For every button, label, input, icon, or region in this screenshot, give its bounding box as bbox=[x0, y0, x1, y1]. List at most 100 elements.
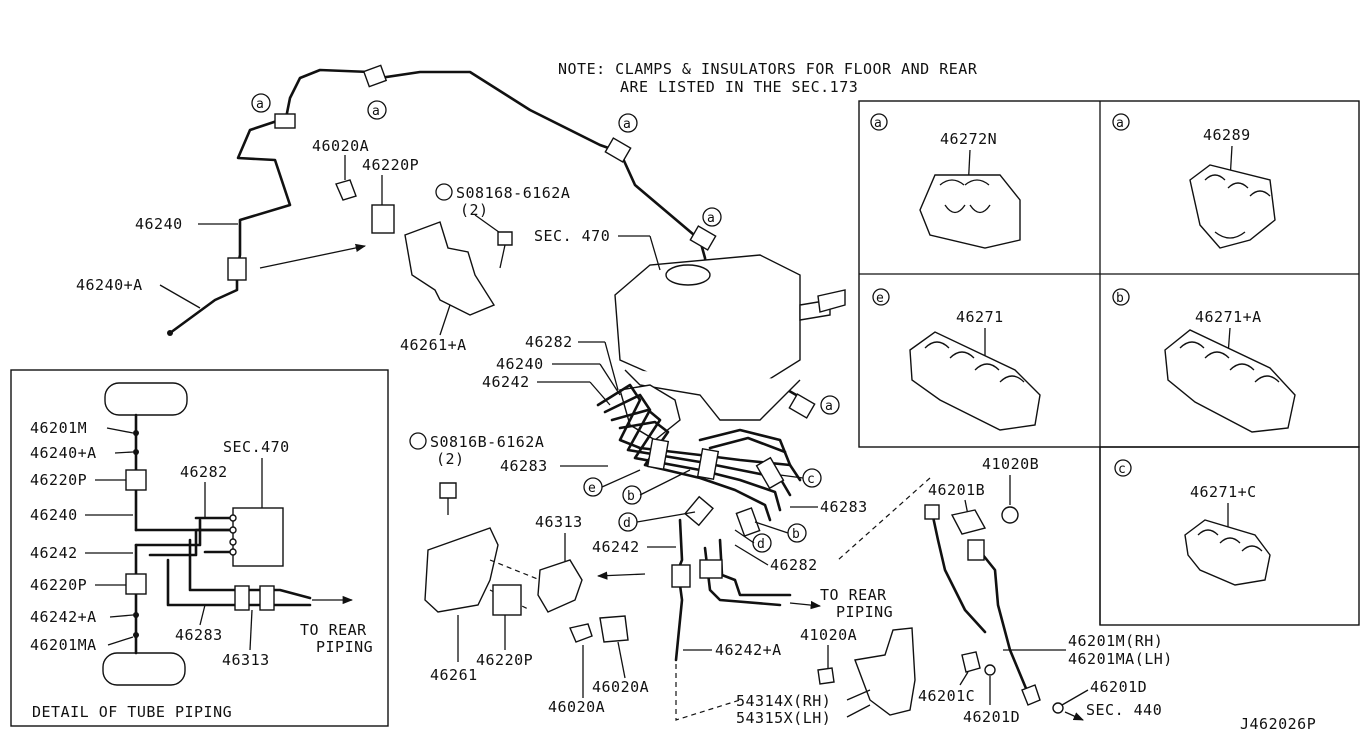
junction-46313 bbox=[537, 559, 583, 613]
svg-text:a: a bbox=[707, 211, 715, 226]
detail-label-46220P-2: 46220P bbox=[30, 576, 87, 594]
clamp-ref-1: a bbox=[874, 116, 882, 131]
note-line-1: NOTE: CLAMPS & INSULATORS FOR FLOOR AND … bbox=[558, 60, 978, 78]
detail-label-46242A: 46242+A bbox=[30, 608, 97, 626]
bracket-46261A bbox=[404, 221, 496, 316]
label-46282-low: 46282 bbox=[770, 556, 818, 574]
label-46240: 46240 bbox=[135, 215, 183, 233]
label-46020A-low1: 46020A bbox=[592, 678, 649, 696]
bolt-46020A-low1 bbox=[569, 623, 593, 643]
detail-tube-piping bbox=[10, 369, 389, 727]
bolt-08168 bbox=[497, 231, 513, 246]
detail-sensor-2 bbox=[125, 573, 147, 595]
tube-end bbox=[167, 330, 173, 336]
hose-fitting-mid bbox=[967, 539, 985, 561]
label-46240-mid: 46240 bbox=[496, 355, 544, 373]
label-41020A: 41020A bbox=[800, 626, 857, 644]
detail-wheel-rear bbox=[102, 652, 186, 686]
detail-label-46313: 46313 bbox=[222, 651, 270, 669]
tube-46240-assembly bbox=[167, 64, 816, 419]
label-46240A: 46240+A bbox=[76, 276, 143, 294]
label-46242-low: 46242 bbox=[592, 538, 640, 556]
detail-label-to-rear-1: TO REAR bbox=[300, 621, 367, 639]
bolt-41020A bbox=[817, 667, 835, 685]
detail-wheel-front bbox=[104, 382, 188, 416]
clamp-46271C bbox=[1184, 519, 1271, 586]
clamp-a-2 bbox=[362, 64, 388, 88]
label-sec470: SEC. 470 bbox=[534, 227, 610, 245]
hose-fitting-top bbox=[924, 504, 940, 520]
label-46201D: 46201D bbox=[1090, 678, 1147, 696]
detail-title: DETAIL OF TUBE PIPING bbox=[32, 703, 232, 721]
bolt-46020A-low2 bbox=[599, 615, 629, 643]
label-bolt-mid-qty: (2) bbox=[436, 450, 465, 468]
hose-fitting-end bbox=[1021, 684, 1041, 706]
label-to-rear-piping-1: TO REAR bbox=[820, 586, 887, 604]
label-46201M-RH: 46201M(RH) bbox=[1068, 632, 1163, 650]
callout-markers-top: a a a a a bbox=[251, 93, 840, 415]
clamp-46272N bbox=[919, 174, 1021, 249]
clamp-a-1 bbox=[274, 113, 296, 129]
clamp-part-4: 46271+A bbox=[1195, 308, 1262, 326]
clamp-part-3: 46271 bbox=[956, 308, 1004, 326]
clamp-part-1: 46272N bbox=[940, 130, 997, 148]
washer-46201D-low bbox=[984, 664, 996, 676]
label-46201MA-LH: 46201MA(LH) bbox=[1068, 650, 1173, 668]
label-46020A-top: 46020A bbox=[312, 137, 369, 155]
svg-text:b: b bbox=[792, 527, 800, 542]
clamp-a-4 bbox=[689, 225, 717, 251]
svg-text:a: a bbox=[256, 97, 264, 112]
detail-label-46240: 46240 bbox=[30, 506, 78, 524]
detail-label-46220P-1: 46220P bbox=[30, 471, 87, 489]
label-46242-mid: 46242 bbox=[482, 373, 530, 391]
note-line-2: ARE LISTED IN THE SEC.173 bbox=[620, 78, 858, 96]
clamp-46289 bbox=[1189, 164, 1276, 249]
svg-text:c: c bbox=[807, 472, 815, 487]
svg-text:e: e bbox=[588, 481, 596, 496]
detail-label-46242: 46242 bbox=[30, 544, 78, 562]
clamp-ref-4: b bbox=[1116, 291, 1124, 306]
label-46242A-low: 46242+A bbox=[715, 641, 782, 659]
clamp-46271A bbox=[1164, 329, 1296, 433]
junction-46313-right bbox=[699, 559, 723, 579]
clamp-46271 bbox=[909, 331, 1041, 431]
clip-46201B bbox=[950, 509, 987, 535]
clamp-ref-2: a bbox=[1116, 116, 1124, 131]
clamp-a-3 bbox=[604, 137, 632, 163]
clamp-ref-5: c bbox=[1118, 462, 1126, 477]
clamp-grid: a 46272N a 46289 e 46271 b 46271+A c 462… bbox=[858, 100, 1360, 626]
detail-label-46201M: 46201M bbox=[30, 419, 87, 437]
label-46261: 46261 bbox=[430, 666, 478, 684]
label-41020B: 41020B bbox=[982, 455, 1039, 473]
bracket-46261 bbox=[424, 527, 499, 613]
label-46282: 46282 bbox=[525, 333, 573, 351]
label-46283: 46283 bbox=[500, 457, 548, 475]
nut-41020B bbox=[1001, 506, 1019, 524]
svg-text:a: a bbox=[372, 104, 380, 119]
bolt-46020A-top bbox=[335, 179, 357, 201]
tube-bundle bbox=[596, 383, 802, 662]
label-46261A: 46261+A bbox=[400, 336, 467, 354]
svg-text:d: d bbox=[757, 537, 765, 552]
label-46220P-low: 46220P bbox=[476, 651, 533, 669]
svg-text:a: a bbox=[825, 399, 833, 414]
label-to-rear-piping-2: PIPING bbox=[836, 603, 893, 621]
detail-actuator bbox=[232, 507, 284, 567]
bolt-0816B bbox=[439, 482, 457, 499]
bracket-54314X bbox=[854, 627, 916, 716]
label-46020A-low2: 46020A bbox=[548, 698, 605, 716]
label-bolt-mid: S0816B-6162A bbox=[430, 433, 544, 451]
detail-label-sec470: SEC.470 bbox=[223, 438, 290, 456]
callout-markers-mid: e b d c b d bbox=[583, 468, 822, 553]
label-46201B: 46201B bbox=[928, 481, 985, 499]
sensor-46220P-low bbox=[492, 584, 522, 616]
detail-junction-2 bbox=[259, 585, 275, 611]
bolt-46201C bbox=[961, 651, 981, 673]
svg-text:a: a bbox=[623, 117, 631, 132]
svg-text:b: b bbox=[627, 489, 635, 504]
label-bolt-top: S08168-6162A bbox=[456, 184, 570, 202]
detail-label-to-rear-2: PIPING bbox=[316, 638, 373, 656]
washer-46201D bbox=[1052, 702, 1064, 714]
